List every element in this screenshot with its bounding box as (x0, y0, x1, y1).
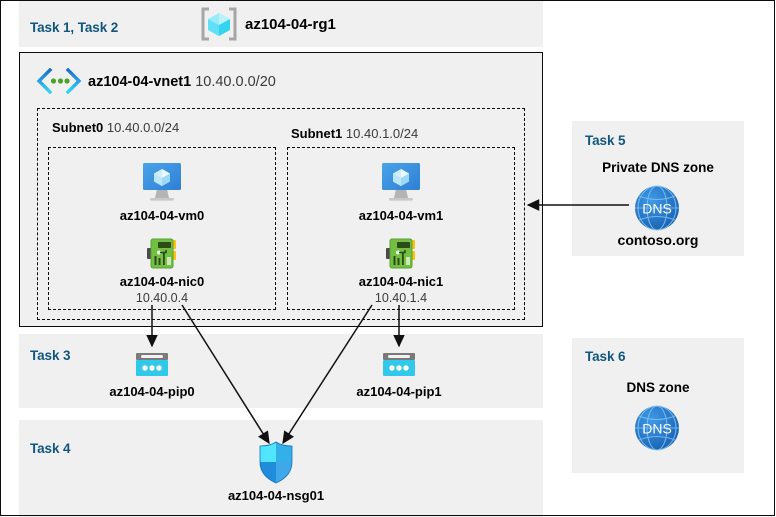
vnet-name: az104-04-vnet1 (88, 74, 192, 90)
nsg-label: az104-04-nsg01 (227, 488, 325, 503)
nic0-ip: 10.40.0.4 (135, 291, 189, 305)
subnet0-resources-box (48, 147, 276, 310)
public-dns-heading: DNS zone (626, 380, 690, 395)
subnet1-name: Subnet1 (291, 126, 343, 141)
subnet0-title: Subnet0 10.40.0.0/24 (52, 120, 179, 135)
pip1-label: az104-04-pip1 (356, 384, 442, 399)
pip0-label: az104-04-pip0 (109, 384, 195, 399)
vnet-title: az104-04-vnet1 10.40.0.0/20 (88, 74, 276, 90)
resource-group-icon (199, 7, 239, 41)
dns-icon: DNS (632, 183, 682, 233)
svg-text:DNS: DNS (642, 201, 672, 217)
nic1-label: az104-04-nic1 (358, 274, 444, 289)
nic1-ip: 10.40.1.4 (374, 291, 428, 305)
public-ip-icon (381, 351, 417, 380)
task-label-private-dns: Task 5 (585, 133, 626, 148)
virtual-machine-icon (137, 160, 187, 202)
virtual-network-icon (36, 67, 82, 95)
network-interface-icon (146, 237, 179, 270)
virtual-machine-icon (376, 160, 426, 202)
task-label-public-ip: Task 3 (30, 348, 71, 363)
svg-text:DNS: DNS (642, 421, 672, 437)
resource-group-name: az104-04-rg1 (245, 16, 336, 33)
private-dns-heading: Private DNS zone (602, 160, 714, 175)
nic0-label: az104-04-nic0 (119, 274, 205, 289)
vm1-label: az104-04-vm1 (358, 208, 444, 223)
public-ip-panel (19, 334, 543, 408)
public-ip-icon (134, 351, 170, 380)
network-security-group-icon (257, 440, 295, 485)
subnet1-resources-box (287, 147, 515, 310)
private-dns-zone-name: contoso.org (617, 232, 699, 248)
resource-group-header-panel (19, 0, 543, 47)
vm0-label: az104-04-vm0 (119, 208, 205, 223)
dns-icon: DNS (632, 403, 682, 453)
subnet0-cidr: 10.40.0.0/24 (106, 120, 180, 135)
network-interface-icon (385, 237, 418, 270)
subnet1-title: Subnet1 10.40.1.0/24 (291, 126, 418, 141)
subnets-container (37, 108, 525, 320)
subnet0-name: Subnet0 (52, 120, 104, 135)
subnet1-cidr: 10.40.1.0/24 (345, 126, 419, 141)
vnet-address-space: 10.40.0.0/20 (195, 74, 276, 90)
task-label-nsg: Task 4 (30, 441, 71, 456)
task-label-resource-group: Task 1, Task 2 (30, 20, 119, 35)
vnet-boundary (19, 52, 543, 327)
task-label-public-dns: Task 6 (585, 349, 626, 364)
